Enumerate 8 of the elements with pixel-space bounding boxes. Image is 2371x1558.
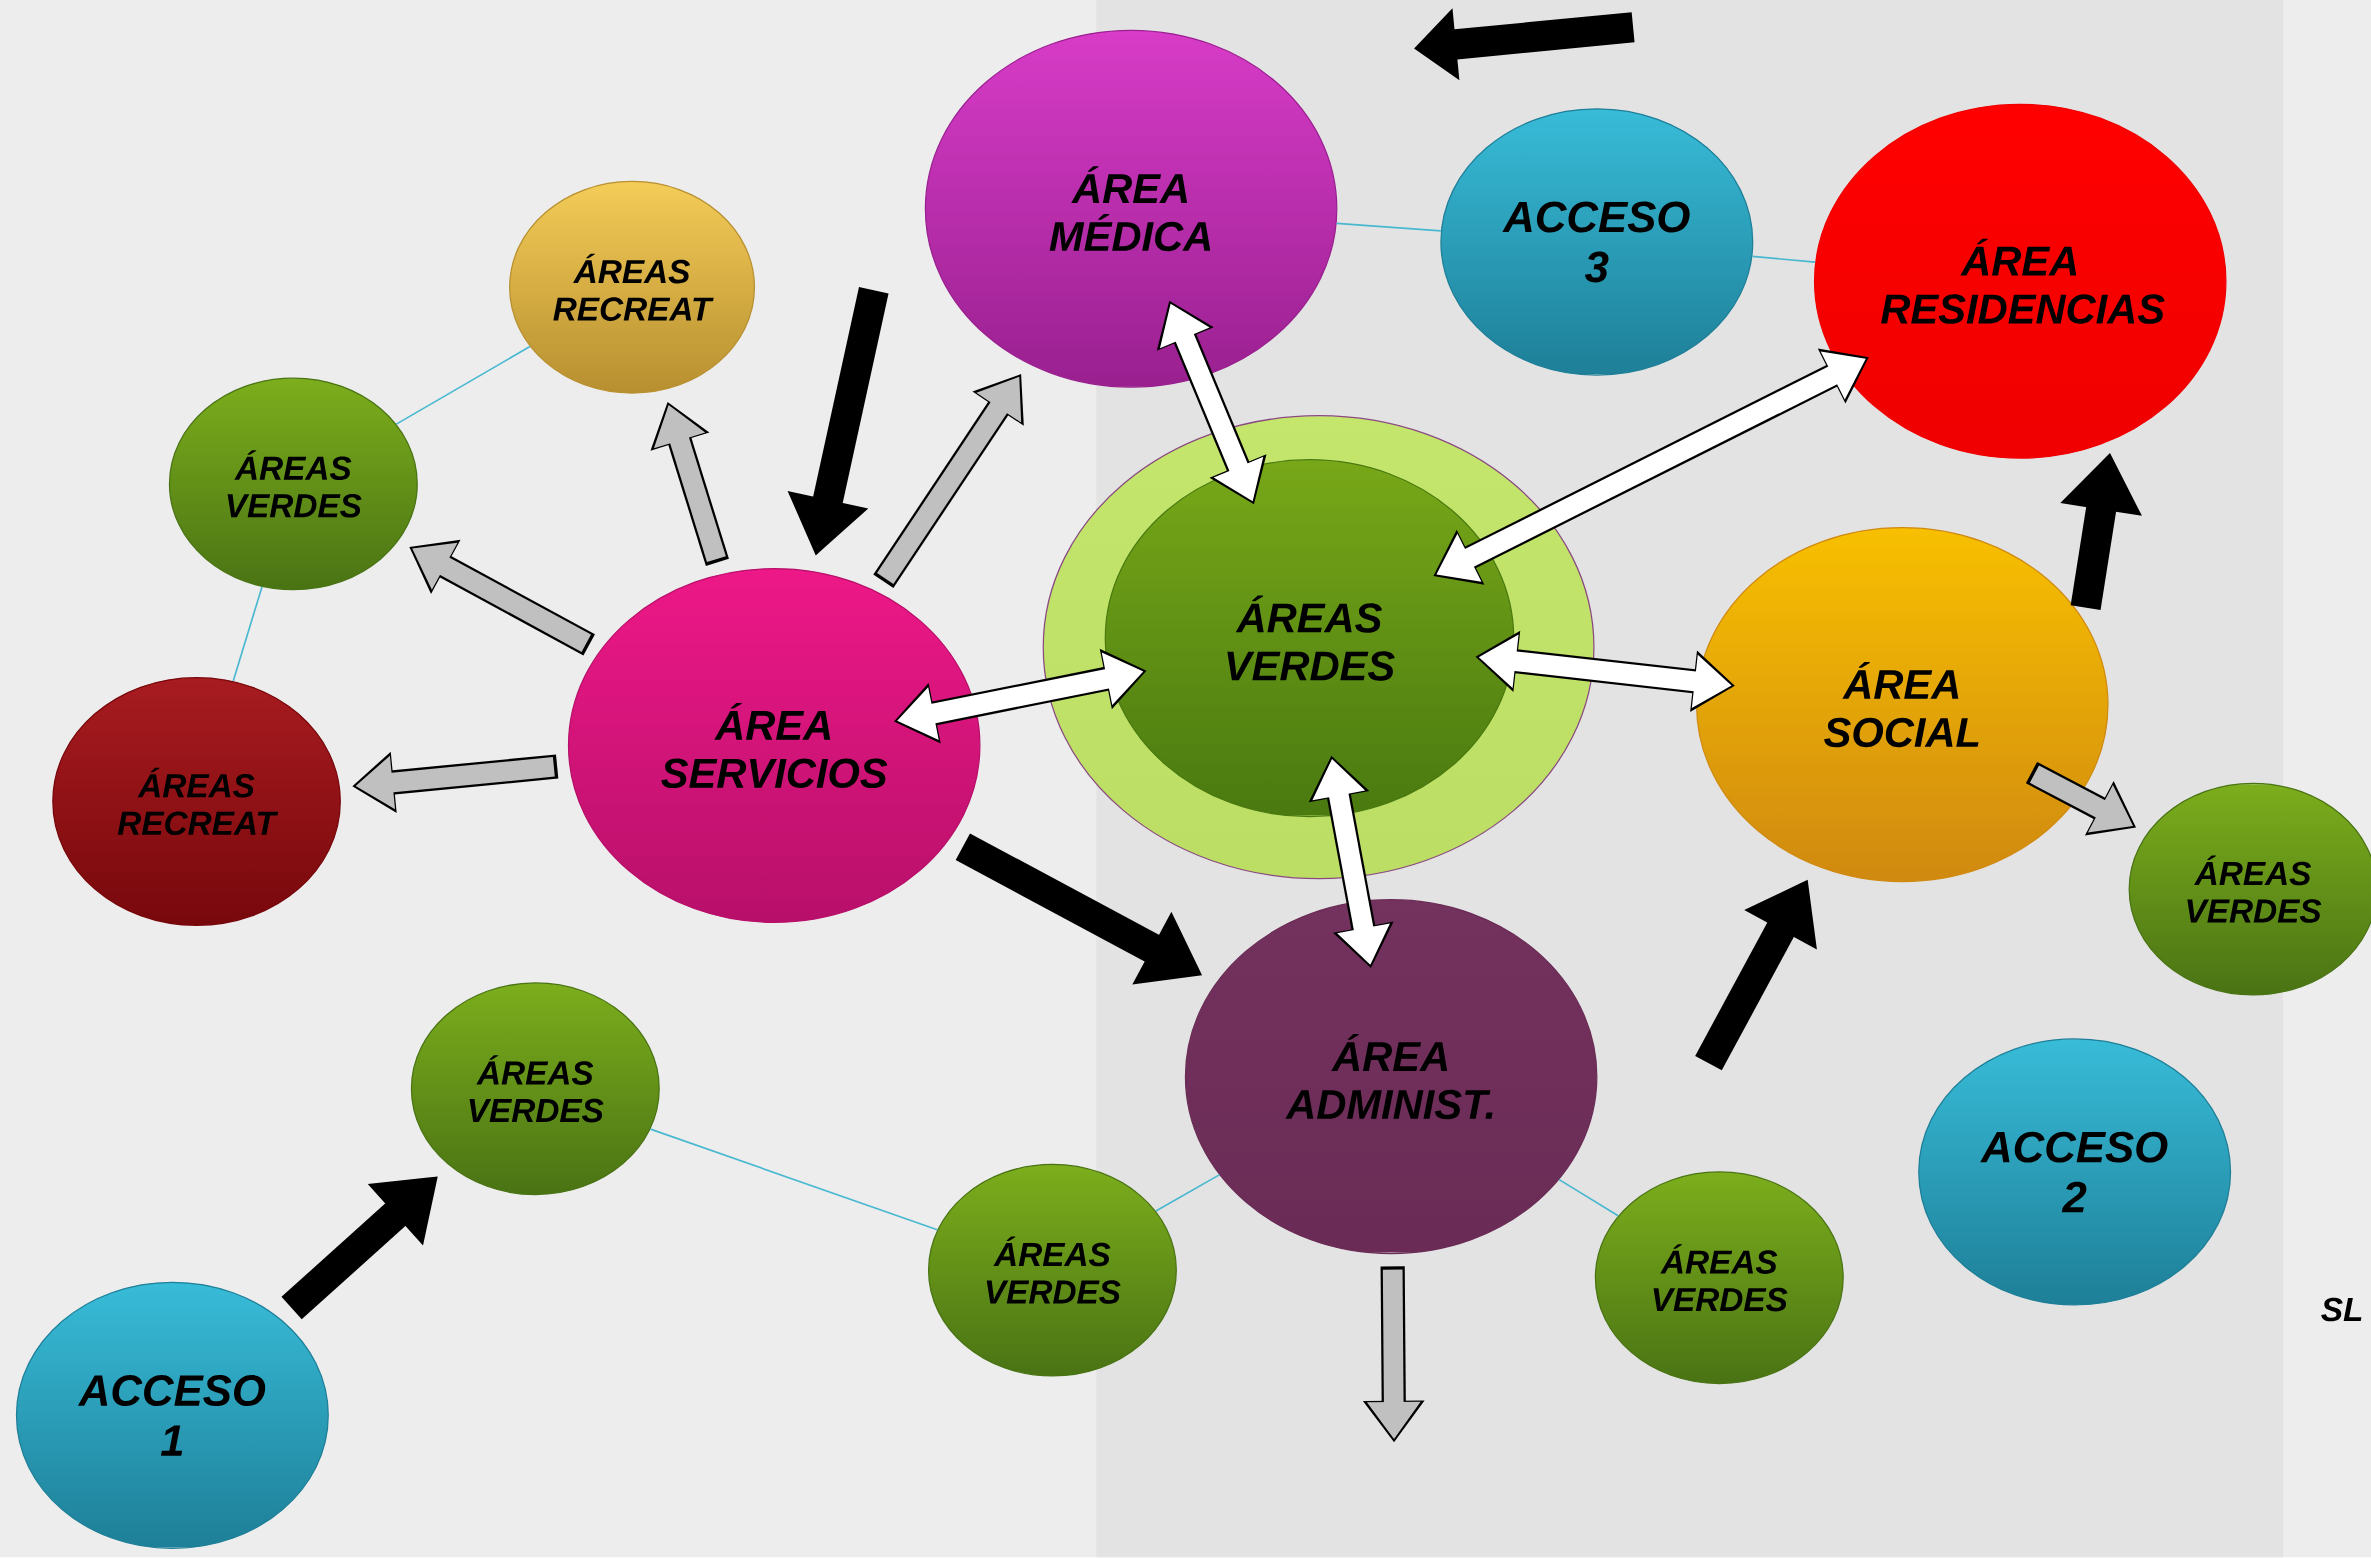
connector-line bbox=[1155, 1174, 1221, 1213]
connector-line bbox=[232, 586, 263, 683]
text-label: SL bbox=[2321, 1297, 2362, 1322]
connector-line bbox=[1335, 222, 1442, 232]
connector-line bbox=[649, 1128, 939, 1231]
connector-line bbox=[395, 346, 531, 426]
connector-line bbox=[1751, 255, 1816, 264]
connector-line bbox=[1558, 1179, 1619, 1217]
